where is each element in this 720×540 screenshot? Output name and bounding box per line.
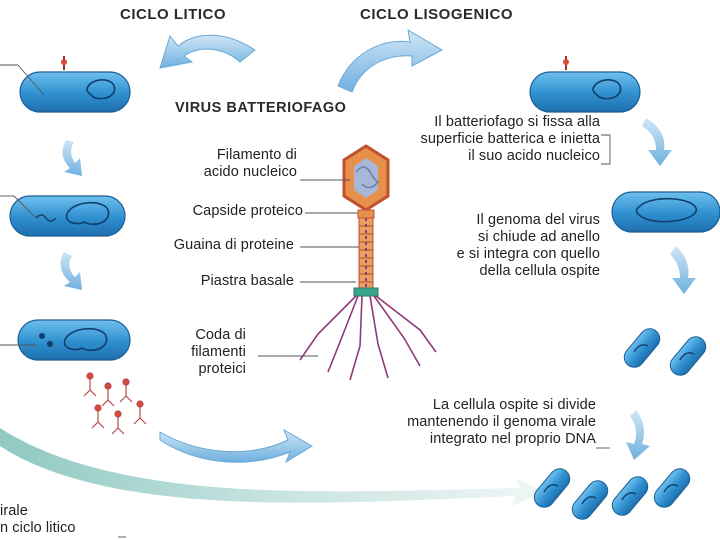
down-arrow-left-2 xyxy=(60,252,82,290)
bottom-swoosh-arrow xyxy=(0,428,545,506)
tail-sheath xyxy=(358,217,374,289)
tail-fibers xyxy=(299,295,437,381)
label-line: filamenti xyxy=(191,344,246,360)
arrow-to-lysogenic xyxy=(337,29,444,93)
down-arrow-right-3 xyxy=(626,410,650,460)
label-nucleic-acid-filament: Filamento di acido nucleico xyxy=(204,147,297,181)
dividing-cells xyxy=(533,328,707,520)
label-line: n ciclo litico xyxy=(0,520,76,536)
arrow-to-lytic xyxy=(159,34,256,69)
label-line: si chiude ad anello xyxy=(477,229,600,245)
title-lysogenic-cycle: CICLO LISOGENICO xyxy=(360,6,514,23)
down-arrow-left-1 xyxy=(62,140,82,176)
label-line: Coda di xyxy=(195,327,246,343)
bacteriophage xyxy=(299,144,437,381)
label-line: La cellula ospite si divide xyxy=(432,397,596,413)
base-plate xyxy=(353,287,379,297)
bacterium-lysogenic-2 xyxy=(611,191,720,233)
bacterium-lytic-2 xyxy=(9,195,126,237)
released-phages xyxy=(83,372,147,435)
leader-lines xyxy=(0,64,611,538)
label-line: superficie batterica e inietta xyxy=(420,131,600,147)
collar xyxy=(357,209,375,219)
down-arrow-right-1 xyxy=(642,118,672,166)
title-virus-bacteriophage: VIRUS BATTERIOFAGO xyxy=(175,100,347,116)
label-line: e si integra con quello xyxy=(456,246,600,262)
label-protein-capsid: Capside proteico xyxy=(192,203,303,219)
title-lytic-cycle: CICLO LITICO xyxy=(120,6,226,23)
label-line: integrato nel proprio DNA xyxy=(429,431,596,447)
bottom-left-label: irale n ciclo litico xyxy=(0,503,76,537)
lysogenic-step-3: La cellula ospite si divide mantenendo i… xyxy=(407,397,596,448)
bacterium-lysogenic-1 xyxy=(529,56,641,113)
arrow-lysis xyxy=(159,428,313,464)
label-tail-fibers: Coda di filamenti proteici xyxy=(191,327,246,378)
label-line: proteici xyxy=(198,361,246,377)
label-protein-sheath: Guaina di proteine xyxy=(173,237,294,253)
lysogenic-step-1: Il batteriofago si fissa alla superficie… xyxy=(420,114,600,165)
down-arrow-right-2 xyxy=(670,246,696,294)
label-line: della cellula ospite xyxy=(479,263,600,279)
label-line: Il batteriofago si fissa alla xyxy=(434,114,600,130)
label-line: Filamento di xyxy=(216,147,297,163)
label-line: Il genoma del virus xyxy=(476,212,600,228)
label-base-plate: Piastra basale xyxy=(200,273,294,289)
bacterium-lytic-3 xyxy=(17,319,131,361)
dividing-cells-dna xyxy=(543,344,695,505)
label-line: acido nucleico xyxy=(203,164,297,180)
label-line: il suo acido nucleico xyxy=(468,148,600,164)
lysogenic-step-2: Il genoma del virus si chiude ad anello … xyxy=(457,212,600,280)
label-line: irale xyxy=(0,503,28,519)
label-line: mantenendo il genoma virale xyxy=(407,414,596,430)
bacterium-lytic-1 xyxy=(19,56,131,113)
